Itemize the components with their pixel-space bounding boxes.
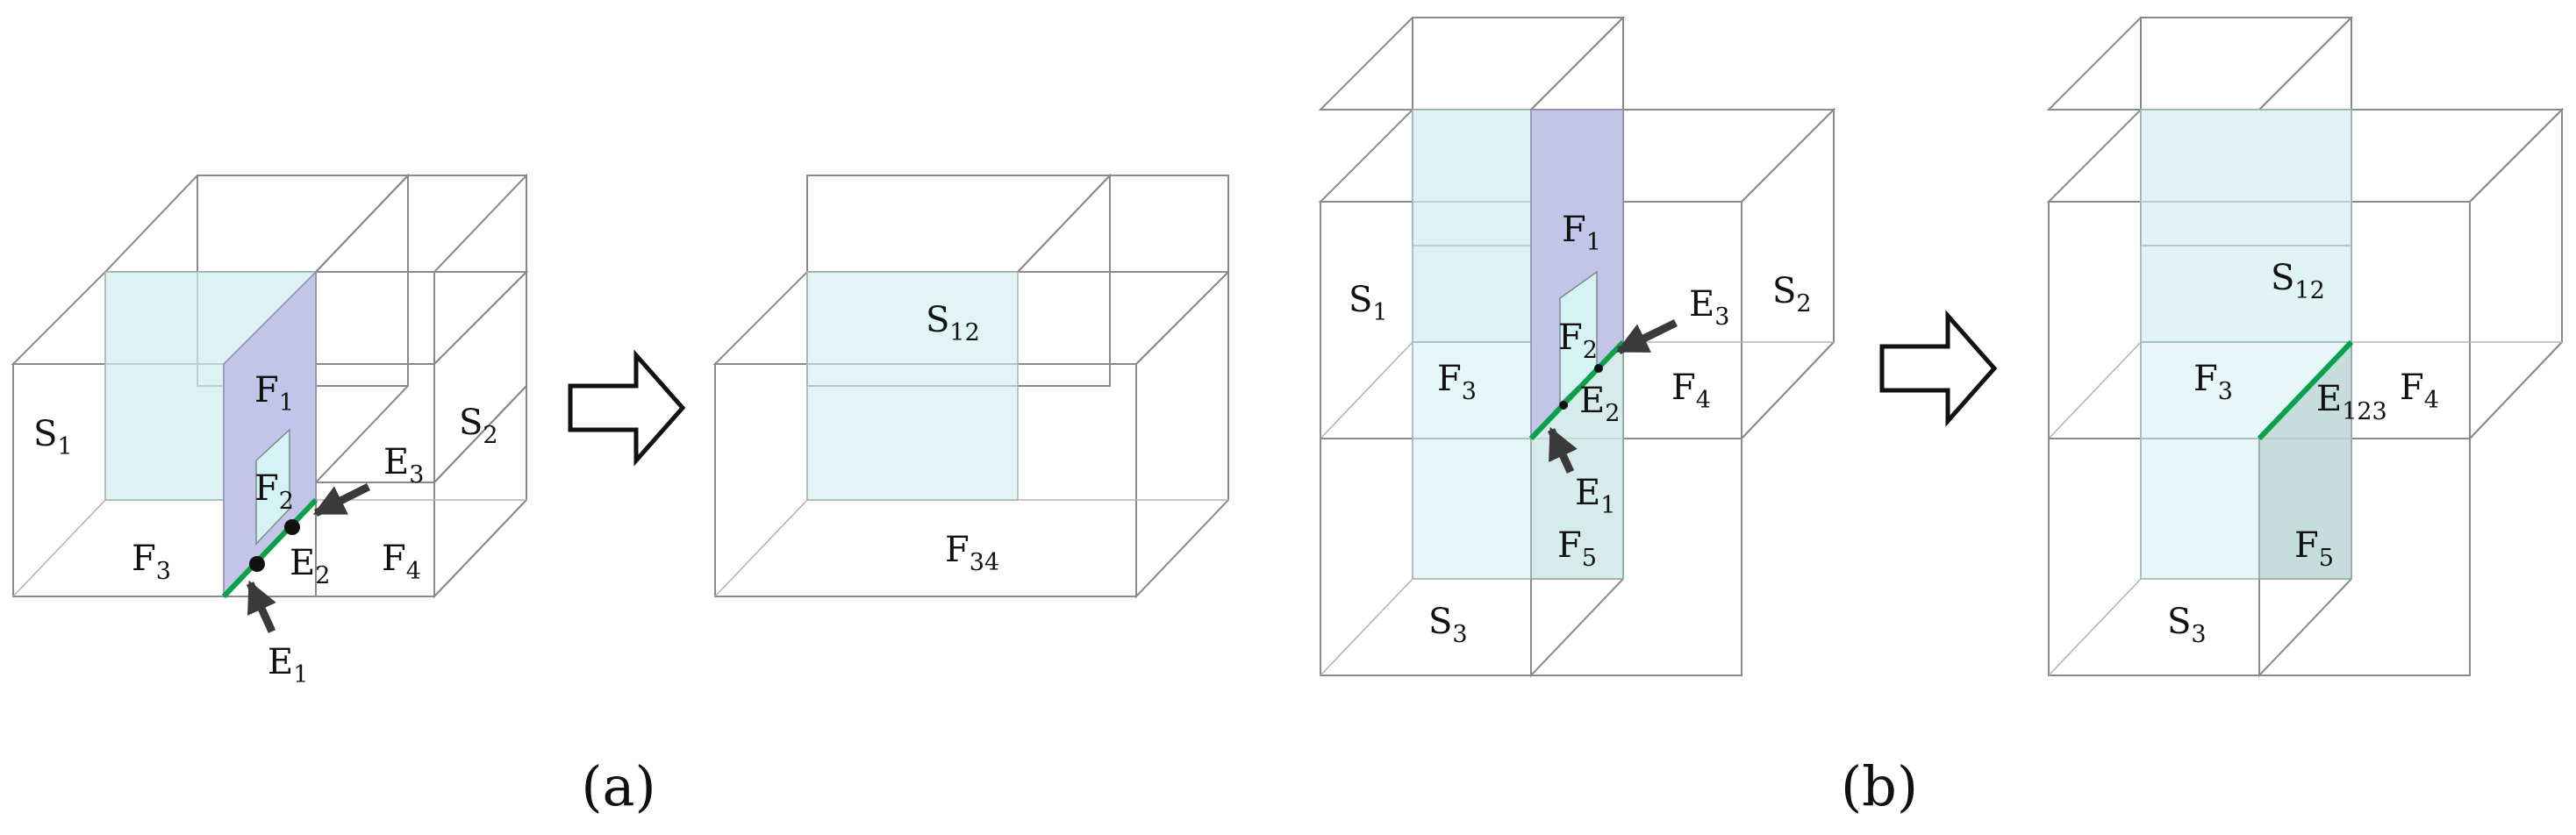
pointer-e3 xyxy=(1615,318,1678,355)
green-edge xyxy=(221,497,318,599)
vertex-e1 xyxy=(249,556,265,572)
green-edge xyxy=(2257,339,2354,441)
label-b-e2: E2 xyxy=(1579,381,1620,427)
pointer-e1 xyxy=(1547,426,1578,474)
label-b-f5-after: F5 xyxy=(2294,525,2334,572)
pointer-e1 xyxy=(246,580,276,633)
label-a-f1: F1 xyxy=(254,370,294,417)
interface-face-cyan xyxy=(2140,109,2352,343)
label-b-f5: F5 xyxy=(1557,525,1597,572)
label-a-e1: E1 xyxy=(268,642,308,689)
panel-b-after: S12 F3 F4 E123 F5 S3 xyxy=(2046,17,2565,678)
face-f2 xyxy=(255,428,290,546)
green-edge xyxy=(1528,339,1626,441)
label-b-f4: F4 xyxy=(1671,368,1711,414)
label-b-s3-after: S3 xyxy=(2167,602,2207,648)
label-b-f2: F2 xyxy=(1558,318,1598,364)
label-a-f2: F2 xyxy=(254,468,294,515)
vertex-e2 xyxy=(1559,401,1568,410)
label-b-e3: E3 xyxy=(1689,284,1729,331)
panel-b-before: S1 S2 S3 F1 F2 F3 F4 F5 E1 E2 E3 xyxy=(1318,17,1836,678)
label-b-s3: S3 xyxy=(1428,602,1468,648)
label-b-f3-after: F3 xyxy=(2193,359,2233,405)
interface-face-cyan xyxy=(806,271,1019,501)
transition-arrow-a xyxy=(568,349,686,467)
label-a-s2: S2 xyxy=(459,403,498,449)
pointer-e3 xyxy=(312,482,371,517)
label-a-f3: F3 xyxy=(132,539,171,585)
label-b-s1: S1 xyxy=(1349,280,1388,326)
caption-a: (a) xyxy=(581,754,655,818)
label-a-e3: E3 xyxy=(383,442,424,489)
label-a-s12: S12 xyxy=(926,300,980,346)
panel-a-after: S12 F34 xyxy=(712,173,1229,599)
label-b-s12: S12 xyxy=(2271,258,2325,304)
interface-face-cyan xyxy=(1412,109,1532,343)
vertex-e3 xyxy=(1594,364,1603,373)
label-b-e123: E123 xyxy=(2316,379,2387,425)
label-b-f4-after: F4 xyxy=(2400,368,2439,414)
label-b-f3: F3 xyxy=(1437,359,1477,405)
label-b-s2: S2 xyxy=(1772,271,1812,318)
label-a-f4: F4 xyxy=(382,539,421,585)
label-b-e1: E1 xyxy=(1575,473,1615,519)
vertex-e2 xyxy=(284,519,300,535)
label-a-s1: S1 xyxy=(33,414,73,460)
label-a-e2: E2 xyxy=(290,543,330,589)
caption-b: (b) xyxy=(1841,754,1918,818)
panel-a-before: S1 S2 F1 F2 F3 F4 E1 E2 E3 xyxy=(11,173,529,689)
transition-arrow-b xyxy=(1879,310,1998,427)
label-a-f34: F34 xyxy=(945,530,999,576)
label-b-f1: F1 xyxy=(1562,210,1601,256)
